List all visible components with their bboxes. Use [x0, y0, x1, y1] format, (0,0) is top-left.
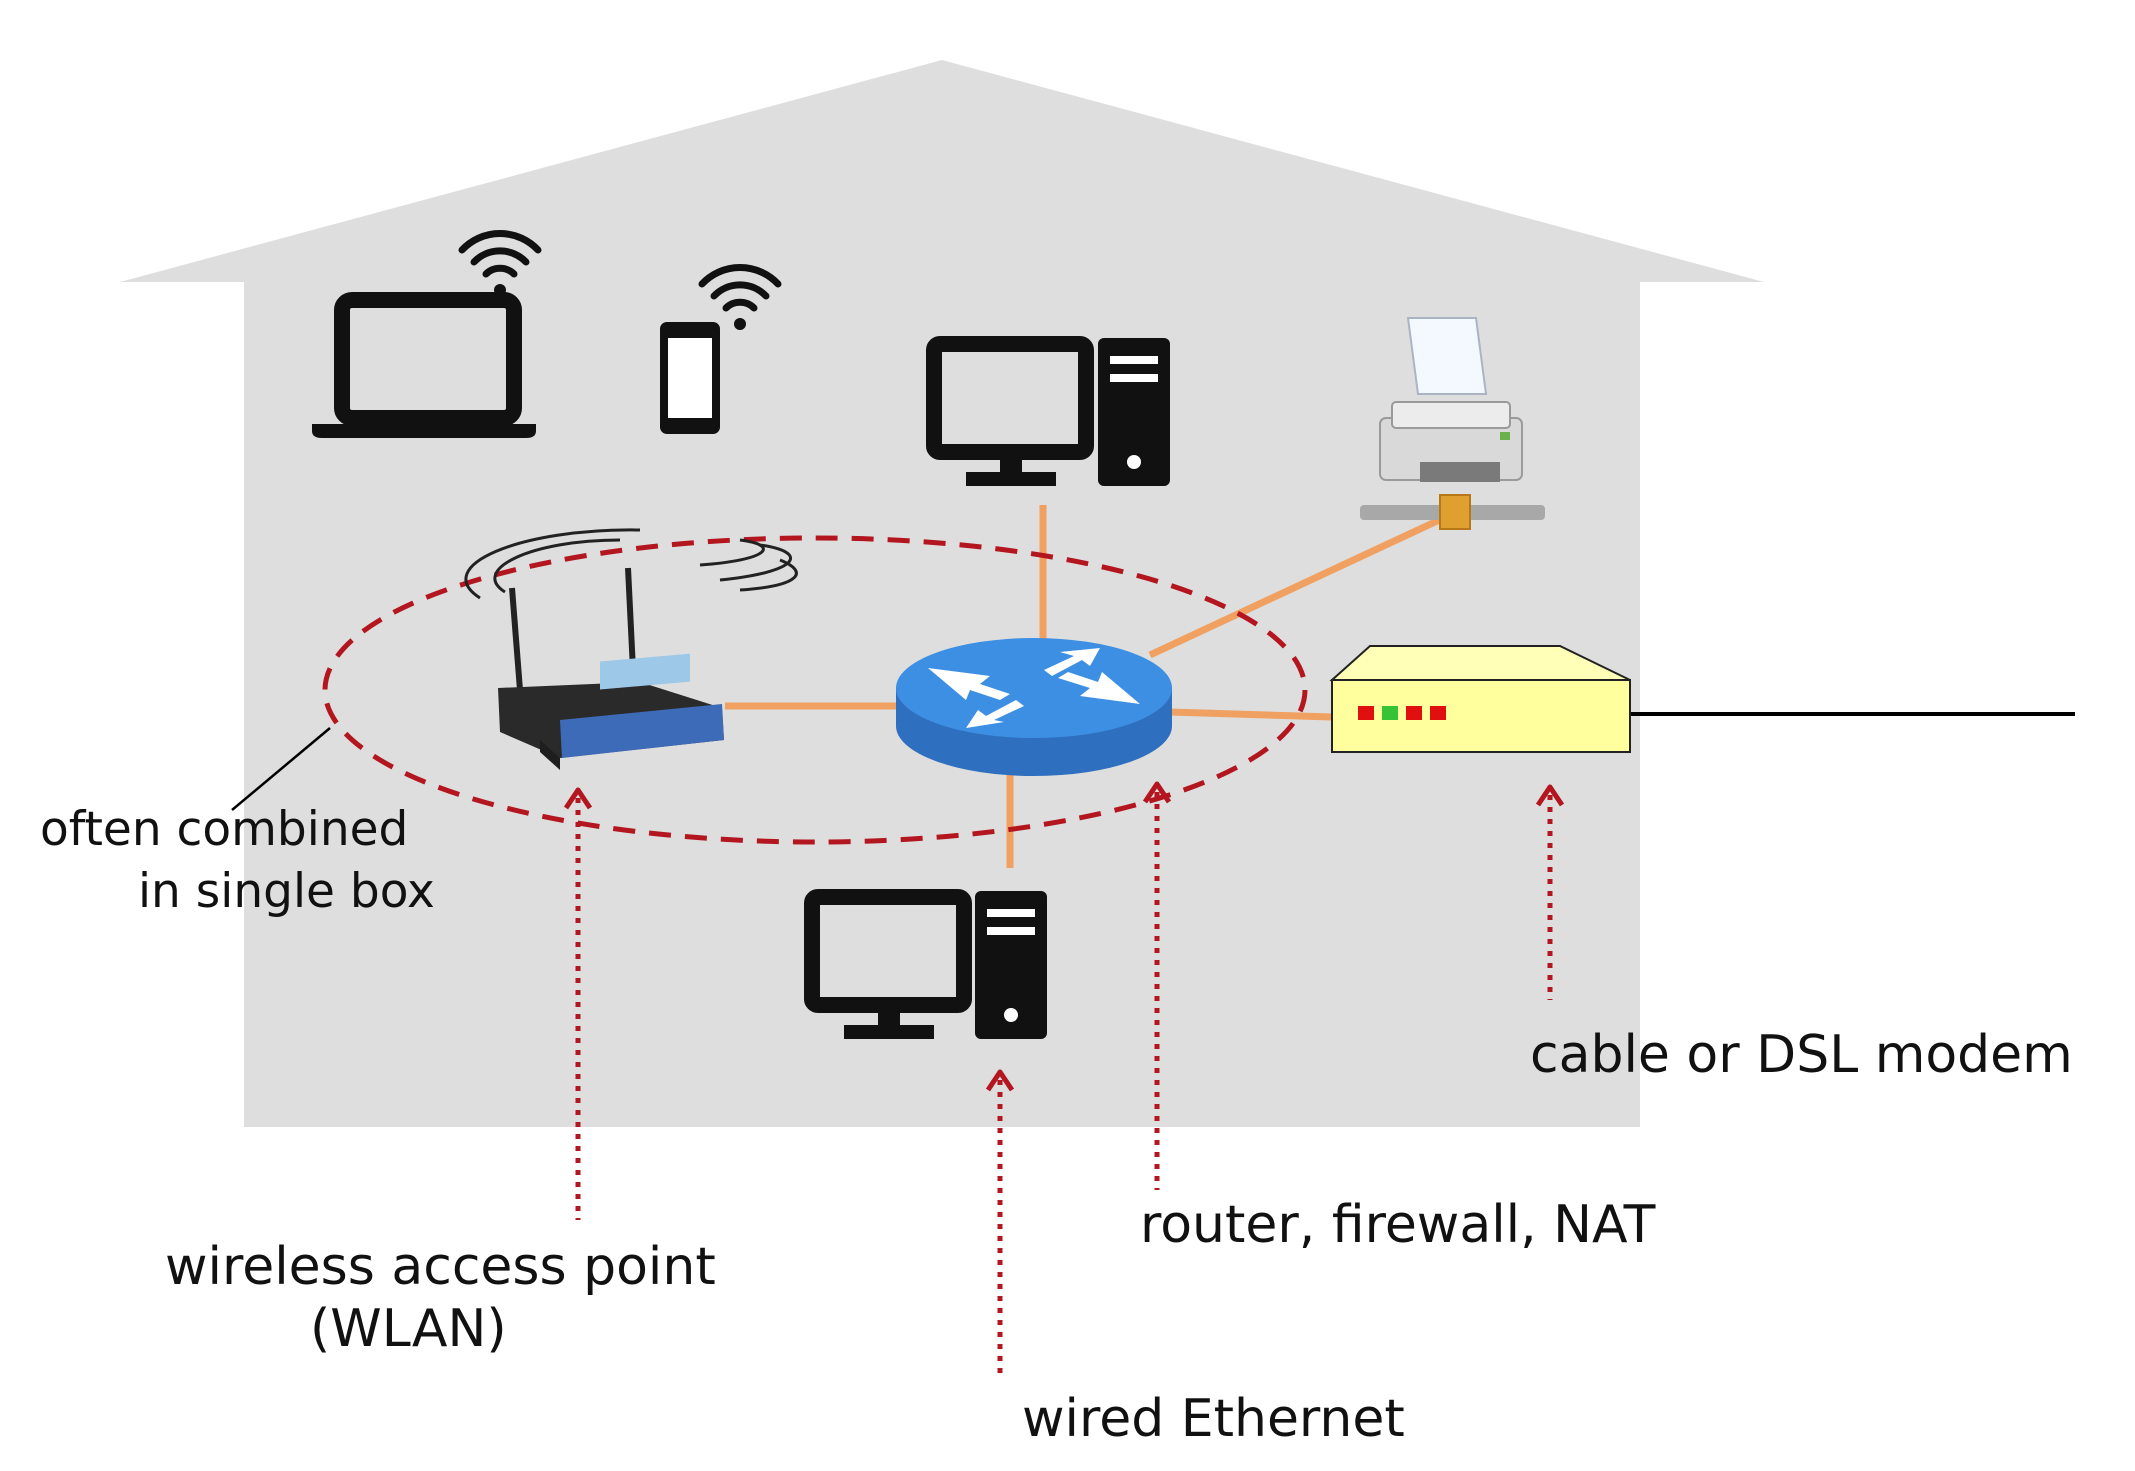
- desktop-computer-icon: [804, 889, 1047, 1039]
- combined-box-ellipse: [322, 535, 1308, 845]
- arrow-router: [1142, 781, 1172, 1190]
- wifi-icon: [458, 230, 542, 296]
- modem-icon: [1329, 645, 1631, 753]
- label-wired-ethernet: wired Ethernet: [1022, 1389, 1405, 1449]
- label-single-box: in single box: [138, 864, 435, 919]
- label-modem: cable or DSL modem: [1530, 1025, 2073, 1085]
- arrow-ethernet: [985, 1069, 1015, 1380]
- combined-leader-line: [231, 727, 331, 811]
- label-wlan: (WLAN): [310, 1299, 507, 1359]
- wifi-icon: [698, 264, 782, 330]
- desktop-computer-icon: [926, 336, 1170, 486]
- label-router: router, firewall, NAT: [1140, 1195, 1656, 1255]
- label-often-combined: often combined: [40, 802, 409, 857]
- printer-icon: [1360, 317, 1545, 530]
- wireless-access-point-icon: [464, 528, 798, 770]
- smartphone-icon: [660, 322, 720, 434]
- house-shape: [120, 60, 1764, 1127]
- laptop-icon: [312, 292, 536, 438]
- arrow-modem: [1535, 784, 1565, 1000]
- arrow-access-point: [563, 787, 593, 1220]
- label-wireless-access-point: wireless access point: [165, 1237, 716, 1297]
- router-icon: [896, 638, 1172, 776]
- ethernet-cables: [725, 505, 1452, 868]
- callout-arrows: [563, 781, 1565, 1380]
